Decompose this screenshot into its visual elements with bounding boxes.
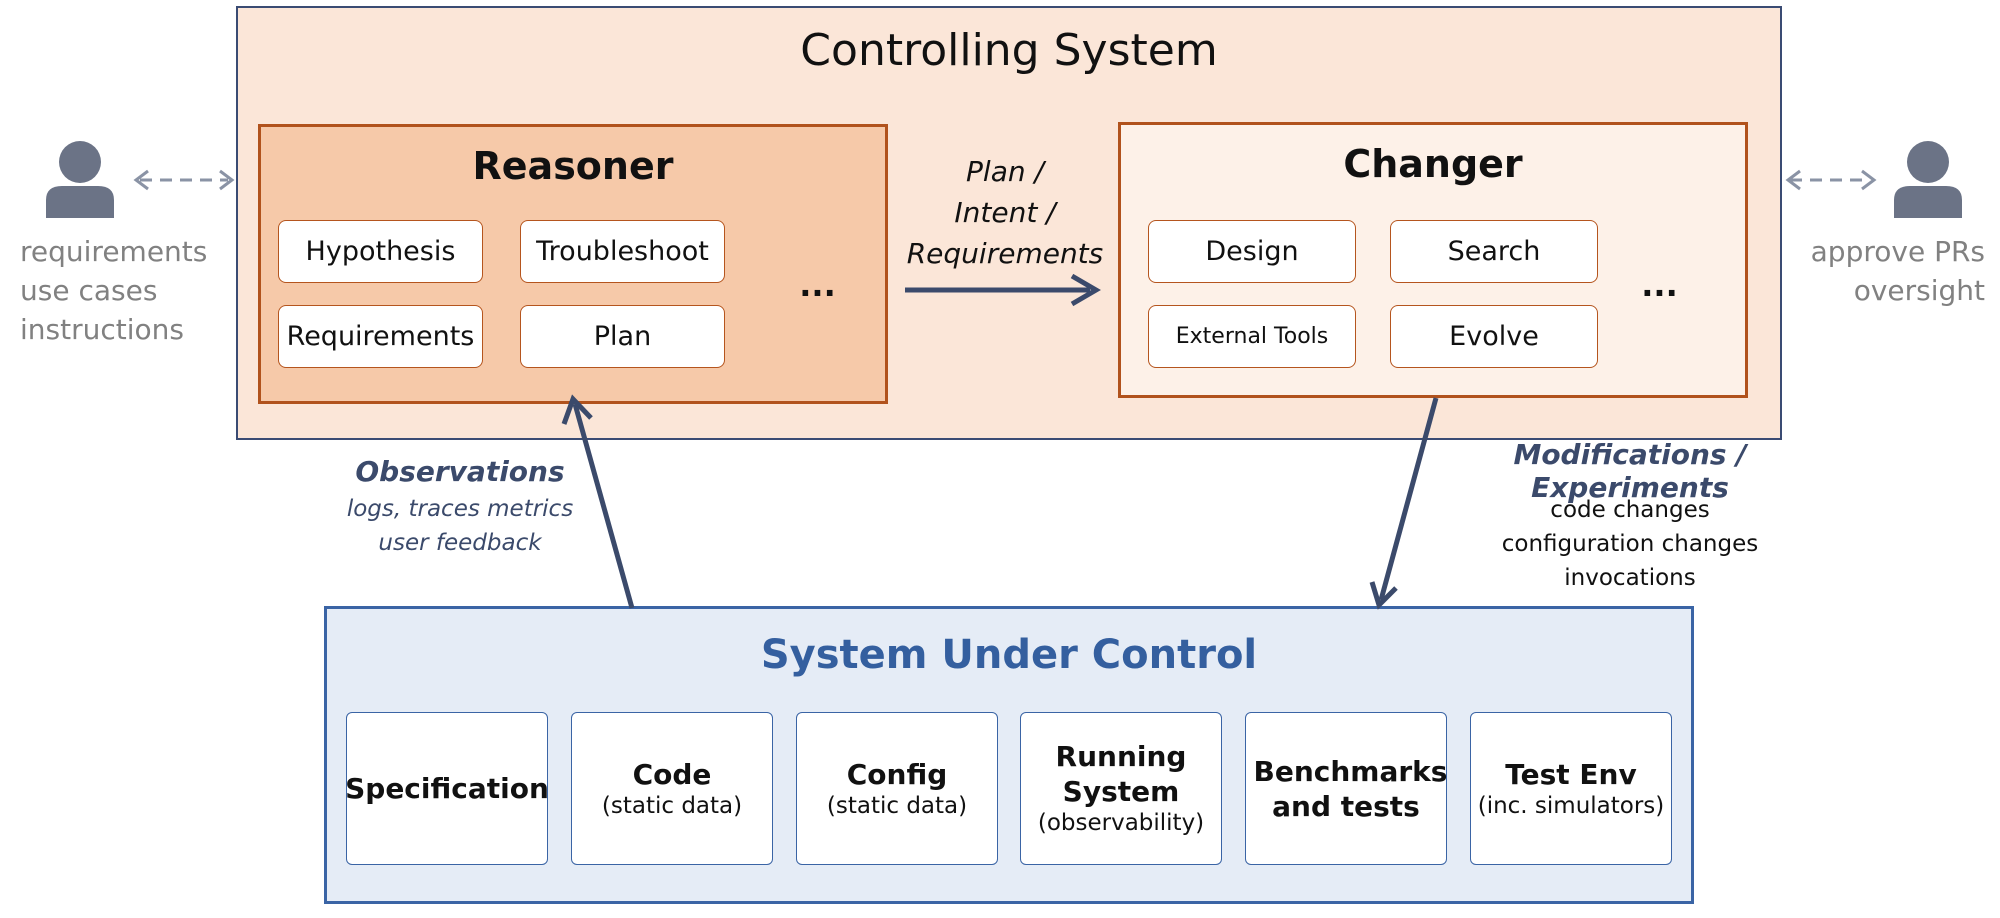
- left-person-line: use cases: [20, 274, 158, 307]
- component-title: Benchmarks and tests: [1253, 754, 1448, 823]
- component-subtitle: (static data): [826, 792, 968, 819]
- person-icon: [46, 141, 114, 218]
- left-person-caption: requirements use cases instructions: [20, 232, 220, 352]
- left-dashed-arrow: [133, 169, 235, 191]
- component-subtitle: (inc. simulators): [1477, 792, 1665, 819]
- modifications-line: configuration changes: [1501, 531, 1759, 557]
- right-person-line: oversight: [1853, 274, 1985, 307]
- modifications-line: code changes: [1550, 497, 1710, 523]
- system-under-control-title: System Under Control: [760, 632, 1258, 678]
- reasoner-item-plan: Plan: [520, 305, 725, 368]
- component-specification: Specification: [345, 712, 549, 865]
- component-running-system: Running System (observability): [1020, 712, 1222, 865]
- changer-item-external-tools: External Tools: [1148, 305, 1356, 368]
- controlling-system-title: Controlling System: [800, 24, 1218, 76]
- observations-title: Observations: [355, 454, 565, 488]
- component-test-env: Test Env (inc. simulators): [1470, 712, 1672, 865]
- modifications-line: invocations: [1564, 565, 1696, 591]
- reasoner-more-ellipsis: ...: [799, 266, 836, 304]
- changer-more-ellipsis: ...: [1641, 266, 1678, 304]
- reasoner-item-hypothesis: Hypothesis: [278, 220, 483, 283]
- component-subtitle: (observability): [1037, 810, 1205, 837]
- component-title: Code: [632, 757, 712, 791]
- right-dashed-arrow: [1785, 169, 1877, 191]
- component-config: Config (static data): [796, 712, 998, 865]
- handoff-label: Plan / Intent / Requirements: [900, 150, 1110, 275]
- handoff-label-line: Intent /: [954, 196, 1056, 229]
- component-subtitle: (static data): [601, 792, 743, 819]
- observations-line: user feedback: [378, 530, 542, 556]
- plan-arrow: [905, 273, 1101, 307]
- person-icon: [1894, 141, 1962, 218]
- component-title: Specification: [345, 772, 549, 805]
- component-title: Running System: [1055, 740, 1187, 809]
- observations-line: logs, traces metrics: [346, 496, 574, 522]
- changer-item-design: Design: [1148, 220, 1356, 283]
- handoff-label-line: Plan /: [966, 155, 1044, 188]
- left-person-line: instructions: [20, 313, 184, 346]
- system-under-control-panel: [324, 606, 1694, 904]
- observations-arrow: [561, 394, 635, 609]
- changer-title: Changer: [1343, 142, 1523, 186]
- modifications-arrow: [1369, 397, 1439, 610]
- left-person-line: requirements: [20, 235, 208, 268]
- component-code: Code (static data): [571, 712, 773, 865]
- reasoner-item-troubleshoot: Troubleshoot: [520, 220, 725, 283]
- component-title: Test Env: [1505, 757, 1637, 791]
- changer-item-evolve: Evolve: [1390, 305, 1598, 368]
- reasoner-title: Reasoner: [472, 144, 674, 188]
- component-title: Config: [846, 757, 948, 791]
- right-person-caption: approve PRs oversight: [1790, 232, 1985, 322]
- reasoner-item-requirements: Requirements: [278, 305, 483, 368]
- component-benchmarks-and-tests: Benchmarks and tests: [1245, 712, 1447, 865]
- changer-item-search: Search: [1390, 220, 1598, 283]
- handoff-label-line: Requirements: [906, 237, 1104, 270]
- right-person-line: approve PRs: [1810, 235, 1985, 268]
